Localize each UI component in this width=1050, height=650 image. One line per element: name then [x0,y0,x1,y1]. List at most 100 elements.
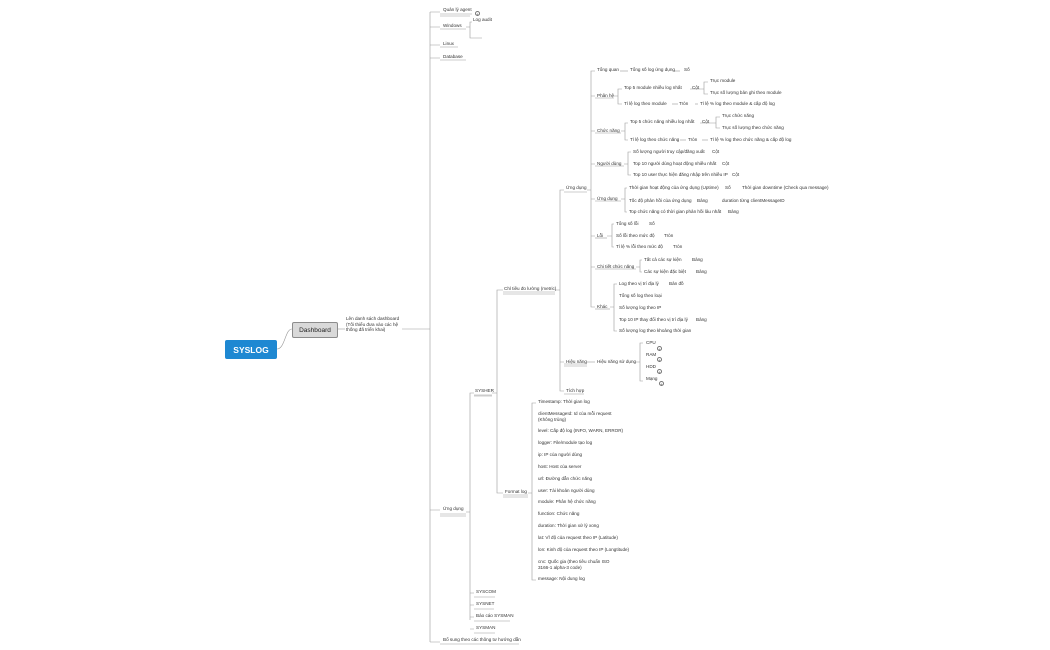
format-item: ip: IP của người dùng [538,452,583,457]
node-loi: Lỗi [597,233,604,238]
leaf-type: Bảng [697,198,708,203]
leaf-ty-le-desc: Tỉ lệ % log theo module & cấp độ log [700,101,775,106]
leaf-uptime: Thời gian hoạt động của ứng dụng (Uptime… [629,185,719,190]
node-sysnet: SYSNET [476,601,495,606]
dashboard-node[interactable]: Dashboard [292,322,338,338]
format-item: cnc: Quốc gia (theo tiêu chuẩn ISO 3166-… [538,559,610,570]
format-item: logger: File/module tạo log [538,440,593,445]
node-format-log: Format log [505,489,527,494]
leaf-type: Số [725,185,731,190]
leaf-type: Tròn [679,101,689,106]
format-item: message: Nội dung log [538,576,585,581]
leaf-ty-le-chuc-nang: Tỉ lệ log theo chức năng [630,137,680,142]
leaf-duration: duration từng clientMessageID [722,198,785,203]
leaf-cpu: CPU [646,340,656,345]
root-node-syslog[interactable]: SYSLOG [225,340,277,359]
leaf-toc-do-phan-hoi: Tốc độ phản hồi của ứng dụng [629,198,692,203]
leaf-type: Bảng [692,257,703,262]
leaf-type: Cột [732,172,740,177]
leaf-ram: RAM [646,352,657,357]
node-quan-ly-agent: Quản lý agent [443,7,472,12]
format-item: url: Đường dẫn chức năng [538,476,593,481]
node-chuc-nang: Chức năng [597,128,620,133]
leaf-type: Số [684,67,690,72]
leaf-truy-cap: Số lượng người truy cập/đăng xuất [633,149,705,154]
format-item: duration: Thời gian xử lý xong [538,523,599,528]
node-syscom: SYSCOM [476,589,496,594]
format-item: clientMessageId: Id của mỗi request (Khô… [538,411,612,422]
format-item: user: Tài khoản người dùng [538,488,595,493]
node-tich-hop: Tích hợp [566,388,585,393]
leaf-log-dia-ly: Log theo vị trí địa lý [619,281,659,286]
format-item: lat: Vĩ độ của request theo IP (Latitude… [538,535,618,540]
node-khac: Khác [597,304,608,309]
leaf-tong-so-log: Tổng số log ứng dụng [630,67,675,72]
leaf-ty-le-cn-desc: Tỉ lệ % log theo chức năng & cấp độ log [710,137,792,142]
expand-toggle-icon[interactable]: + [659,381,664,387]
node-tong-quan: Tổng quan [597,67,619,72]
leaf-tat-ca-su-kien: Tất cả các sự kiện [644,257,682,262]
leaf-type: Cột [712,149,720,154]
leaf-type: Tròn [673,244,683,249]
leaf-top10-nguoi-dung: Top 10 người dùng hoạt động nhiều nhất [633,161,717,166]
node-windows: Windows [443,23,462,28]
leaf-type: Bảng [696,317,707,322]
leaf-downtime: Thời gian downtime (Check qua message) [742,185,829,190]
leaf-type: Bảng [728,209,739,214]
leaf-so-loi-muc-do: Số lỗi theo mức độ [616,233,655,238]
format-item: module: Phân hệ chức năng [538,499,596,504]
node-bao-cao-sysman: Báo cáo SYSMAN [476,613,514,618]
format-item: host: Host của server [538,464,582,469]
leaf-top10-ip: Top 10 IP thay đổi theo vị trí địa lý [619,317,688,322]
leaf-top5-module: Top 5 module nhiều log nhất [624,85,682,90]
leaf-hdd: HDD [646,364,656,369]
leaf-type: Số [649,221,655,226]
leaf-top10-user-ip: Top 10 user thực hiện đăng nhập trên nhi… [633,172,728,177]
collapse-toggle-icon[interactable]: + [475,11,480,17]
node-hieu-nang-su-dung: Hiệu năng sử dụng [597,359,637,364]
leaf-type: Bảng [696,269,707,274]
leaf-log-theo-ip: Số lượng log theo IP [619,305,662,310]
leaf-truc-chuc-nang: Trục chức năng [722,113,755,118]
expand-toggle-icon[interactable]: + [657,369,662,375]
format-item: lon: Kinh độ của request theo IP (Longti… [538,547,630,552]
leaf-top-chuc-nang-lau: Top chức năng có thời gian phản hồi lâu … [629,209,722,214]
expand-toggle-icon[interactable]: + [657,357,662,363]
leaf-type: Cột [722,161,730,166]
leaf-su-kien-dac-biet: Các sự kiện đặc biệt [644,269,686,274]
leaf-ty-le-module: Tỉ lệ log theo module [624,101,667,106]
leaf-truc-sl-chuc-nang: Trục số lượng theo chức năng [722,125,784,130]
node-chi-tiet: Chi tiết chức năng [597,264,635,269]
node-bo-sung: Bổ sung theo các thông tư hướng dẫn [443,637,521,642]
node-hieu-nang: Hiệu năng [566,359,587,364]
leaf-ty-le-loi: Tỉ lệ % lỗi theo mức độ [616,244,663,249]
format-item: Timestamp: Thời gian log [538,399,590,404]
format-item: level: Cấp độ log (INFO, WARN, ERROR) [538,428,624,433]
leaf-log-thoi-gian: Số lượng log theo khoảng thời gian [619,328,692,333]
node-nguoi-dung: Người dùng [597,161,622,166]
node-ung-dung-uptime: Ứng dụng [597,196,618,201]
leaf-type: Tròn [688,137,698,142]
node-phan-he: Phân hệ [597,93,615,98]
leaf-tong-so-log-loai: Tổng số log theo loại [619,293,662,298]
leaf-truc-module: Trục module [710,78,736,83]
leaf-top5-chuc-nang: Top 5 chức năng nhiều log nhất [630,119,695,124]
leaf-mang: Mạng [646,376,658,381]
leaf-type: Bản đồ [669,281,684,286]
leaf-tong-so-loi: Tổng số lỗi [616,221,639,226]
leaf-truc-so-luong: Trục số lượng bản ghi theo module [710,90,782,95]
node-linux: Linux [443,41,454,46]
format-item: function: Chức năng [538,511,580,516]
node-sysman: SYSMAN [476,625,496,630]
leaf-type: Cột [692,85,700,90]
expand-toggle-icon[interactable]: + [657,346,662,352]
node-ung-dung: Ứng dụng [443,506,464,511]
dashboard-description: Lên danh sách dashboard (Tối thiểu đưa v… [346,316,400,333]
leaf-type: Cột [702,119,710,124]
node-database: Database [443,54,463,59]
node-chi-tieu: Chỉ tiêu đo lường (metric) [504,286,557,291]
node-sysher: SYSHER [475,388,494,393]
node-log-audit: Log audit [473,17,492,22]
